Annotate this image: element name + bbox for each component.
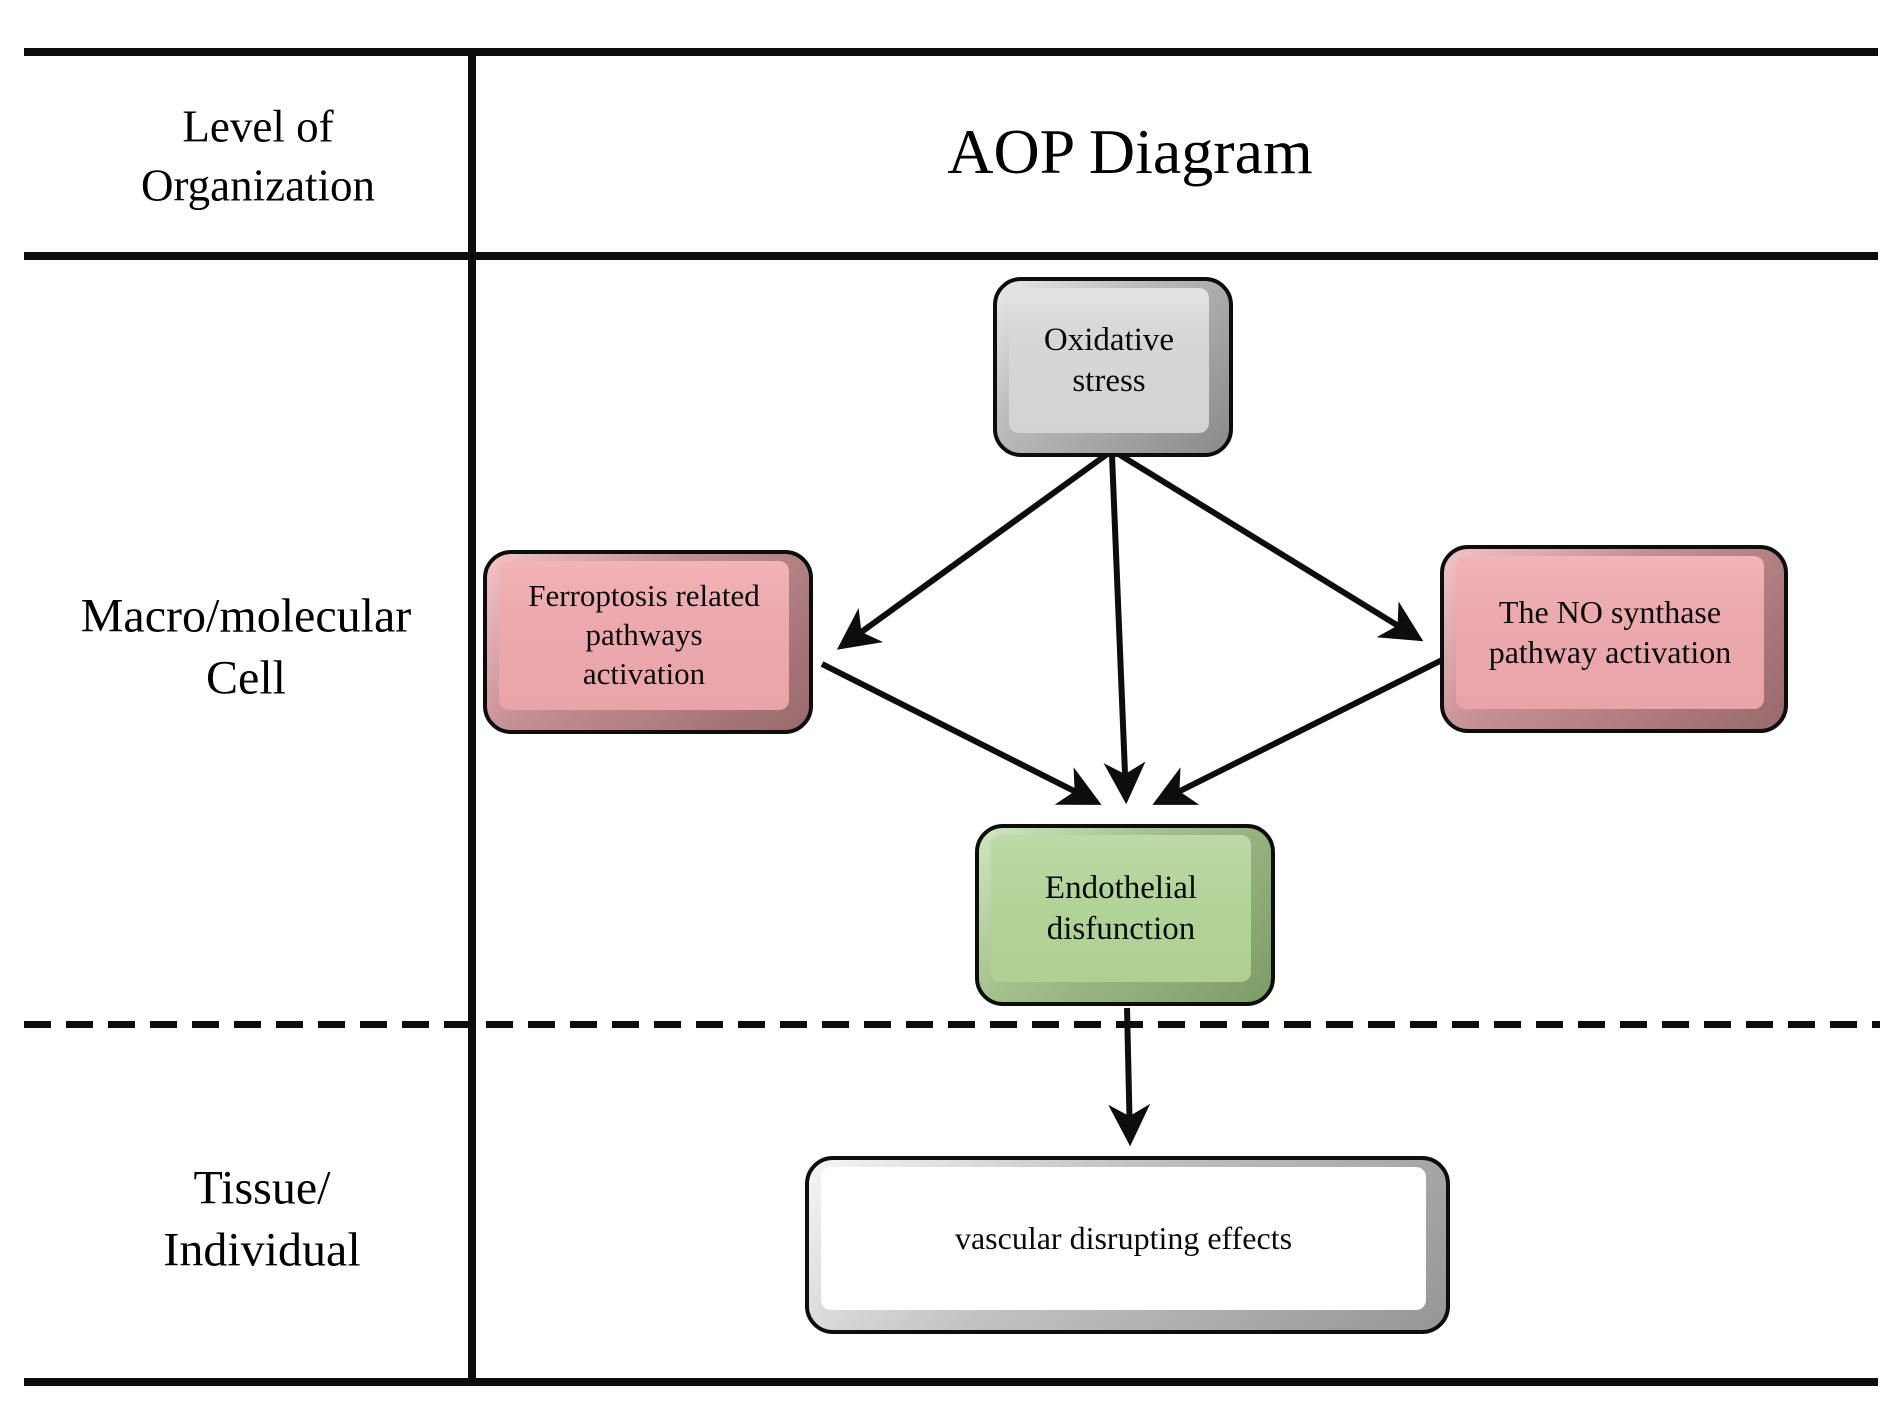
node-label: The NO synthase pathway activation (1488, 594, 1732, 670)
node-face (499, 561, 789, 710)
edge-oxidative-to-ferroptosis (836, 452, 1108, 650)
node-label: Oxidative stress (1043, 322, 1175, 399)
edge-ferroptosis-to-endothelial (820, 661, 1102, 805)
node-endothelial-disfunction: Endothelial disfunction (975, 824, 1275, 1006)
edge-oxidative-to-no-synthase (1118, 452, 1424, 642)
table-column-divider (468, 48, 476, 1386)
edge-oxidative-to-endothelial (1103, 454, 1146, 805)
table-bottom-border (24, 1378, 1878, 1386)
level-separator-dashed-line (24, 1021, 1880, 1028)
node-label: Endothelial disfunction (1044, 870, 1198, 947)
row-label-macro-molecular-cell: Macro/molecular Cell (80, 589, 412, 705)
diagram-title: AOP Diagram (947, 115, 1313, 187)
row-label-tissue-individual: Tissue/ Individual (163, 1161, 361, 1277)
node-no-synthase-pathway-activation: The NO synthase pathway activation (1440, 545, 1788, 733)
node-face (991, 835, 1251, 982)
node-face (821, 1167, 1426, 1310)
node-vascular-disrupting-effects: vascular disrupting effects (805, 1156, 1450, 1334)
node-face (1009, 288, 1209, 433)
node-label: vascular disrupting effects (954, 1219, 1293, 1256)
level-of-organization-header: Level of Organization (140, 101, 376, 211)
node-face (1456, 556, 1764, 709)
node-oxidative-stress: Oxidative stress (993, 277, 1233, 457)
table-header-border (24, 252, 1878, 260)
node-label: Ferroptosis related pathways activation (528, 578, 760, 691)
node-ferroptosis-pathways-activation: Ferroptosis related pathways activation (483, 550, 813, 734)
edge-no-synthase-to-endothelial (1152, 657, 1444, 805)
table-top-border (24, 48, 1878, 56)
